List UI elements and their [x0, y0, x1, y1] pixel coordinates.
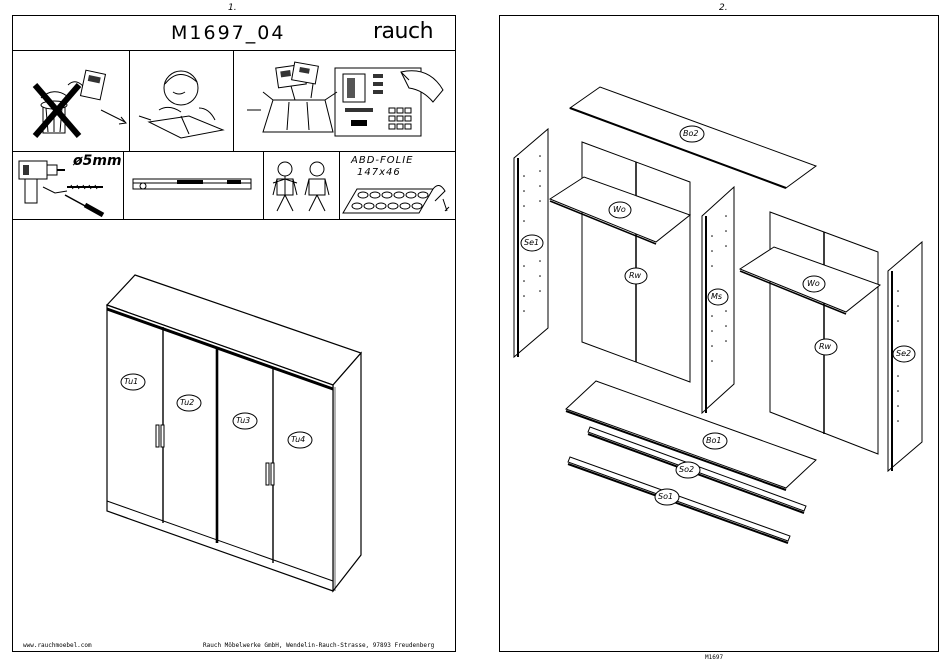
part-label-wo-left: Wo [613, 205, 626, 214]
sort-packages-icon [233, 50, 455, 151]
foil-pads-icon [339, 151, 455, 219]
part-label-bo1: Bo1 [706, 436, 721, 445]
drill-size-label: ø5mm [73, 153, 122, 169]
left-page-frame: M1697_04 rauch [12, 15, 456, 652]
part-label-wo-right: Wo [807, 279, 820, 288]
person-reading-icon [129, 50, 233, 151]
exploded-parts-drawing [500, 16, 940, 653]
door-label-tu2: Tu2 [180, 398, 194, 407]
left-page-number: 1. [228, 3, 237, 13]
part-label-ms: Ms [711, 292, 722, 301]
spirit-level-icon [123, 151, 263, 219]
header-bar: M1697_04 rauch [13, 16, 455, 51]
part-label-so1: So1 [658, 492, 673, 501]
wardrobe-drawing [13, 219, 455, 619]
two-persons-icon [263, 151, 339, 219]
cell-sort-parts [233, 50, 455, 151]
right-page-frame: Bo2 Wo Se1 Rw Ms Wo Se2 Rw Bo1 So2 So1 [499, 15, 939, 652]
cell-level [123, 151, 264, 219]
instruction-row-1 [13, 50, 455, 152]
part-label-rw-right: Rw [819, 342, 831, 351]
door-label-tu4: Tu4 [291, 435, 305, 444]
cell-no-trash [13, 50, 130, 151]
part-label-se1: Se1 [524, 238, 539, 247]
instruction-row-2: ø5mm ABD-FOLIE 147x46 [13, 151, 455, 220]
door-label-tu3: Tu3 [236, 416, 250, 425]
right-footer-code: M1697 [705, 654, 723, 661]
cell-two-people [263, 151, 340, 219]
cell-foil: ABD-FOLIE 147x46 [339, 151, 455, 219]
door-label-tu1: Tu1 [124, 377, 138, 386]
trash-crossed-icon [13, 50, 129, 151]
part-label-rw-left: Rw [629, 271, 641, 280]
page-title: M1697_04 [171, 22, 285, 44]
cell-read-manual [129, 50, 234, 151]
part-label-bo2: Bo2 [683, 129, 698, 138]
footer-website: www.rauchmoebel.com [23, 642, 92, 649]
part-label-se2: Se2 [896, 349, 911, 358]
part-label-so2: So2 [679, 465, 694, 474]
brand-logo: rauch [373, 19, 433, 44]
right-page-number: 2. [719, 3, 728, 13]
footer-company: Rauch Möbelwerke GmbH, Wendelin-Rauch-St… [203, 642, 434, 649]
cell-tools: ø5mm [13, 151, 124, 219]
